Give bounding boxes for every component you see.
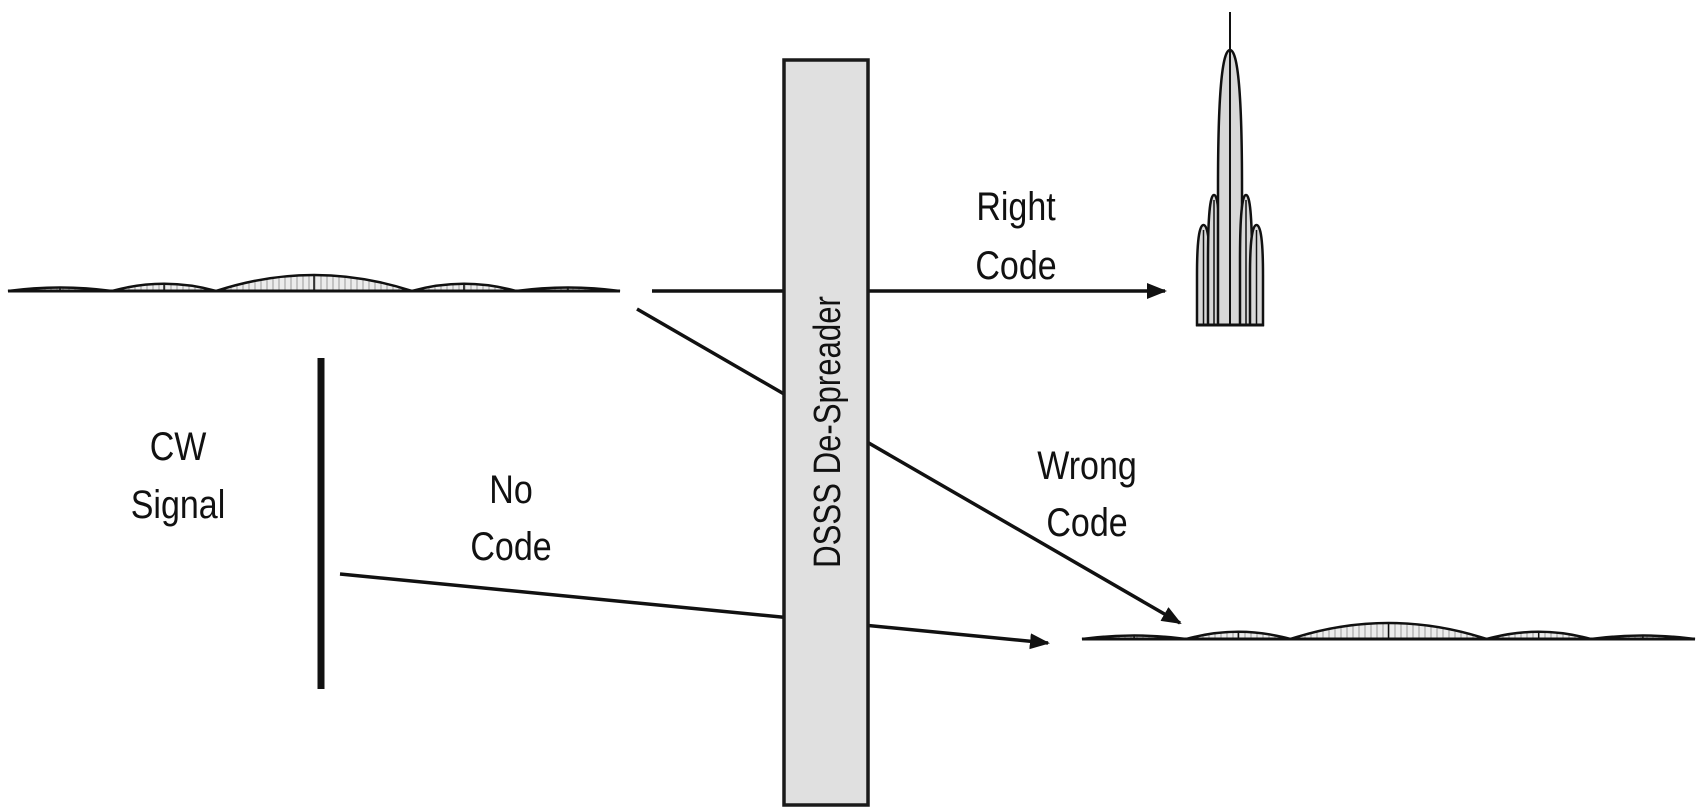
despreader-box — [782, 58, 870, 807]
right-code-label: Right Code — [975, 183, 1056, 287]
wrong-code-label-line2: Code — [1046, 499, 1127, 544]
no-code-label-line1: No — [489, 466, 532, 511]
no-code-label-line2: Code — [470, 523, 551, 568]
no-code-arrow — [339, 572, 1050, 650]
right-code-label-line1: Right — [976, 183, 1056, 228]
input-spread-spectrum — [7, 273, 621, 293]
right-code-label-line2: Code — [975, 242, 1056, 287]
cw-signal-label-line2: Signal — [131, 481, 225, 526]
cw-signal-label: CW Signal — [131, 423, 225, 526]
wrong-code-label-line1: Wrong — [1037, 442, 1137, 487]
despreader-block: DSSS De-Spreader — [782, 58, 870, 807]
wrong-code-label: Wrong Code — [1037, 442, 1137, 544]
no-code-label: No Code — [470, 466, 551, 568]
despreader-label: DSSS De-Spreader — [807, 296, 849, 568]
despread-spike — [1195, 12, 1265, 327]
output-spread-spectrum — [1081, 621, 1696, 641]
cw-signal-label-line1: CW — [150, 423, 207, 468]
wrong-code-arrow — [636, 307, 1182, 625]
